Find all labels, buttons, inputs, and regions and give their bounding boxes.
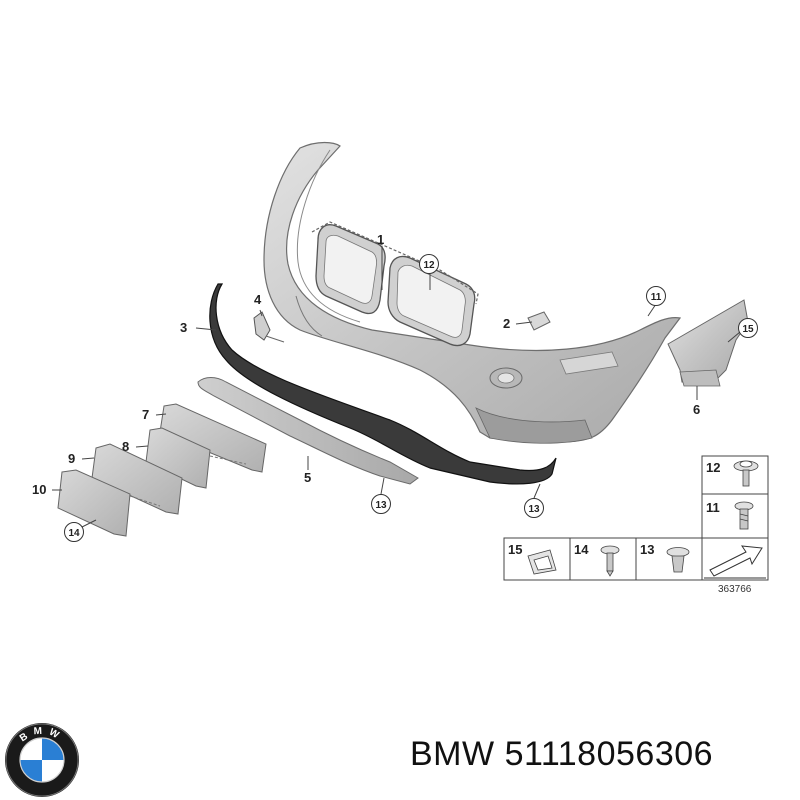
svg-text:6: 6 <box>693 402 700 417</box>
legend-label-15: 15 <box>508 542 522 557</box>
svg-text:13: 13 <box>640 542 654 557</box>
screw-11-icon <box>734 501 754 530</box>
callout-9: 9 <box>68 451 75 466</box>
plate-bracket-10 <box>57 469 131 537</box>
svg-text:8: 8 <box>122 439 129 454</box>
svg-text:7: 7 <box>142 407 149 422</box>
screw-14-icon <box>600 545 620 577</box>
svg-text:14: 14 <box>68 528 80 539</box>
svg-text:1: 1 <box>377 232 384 247</box>
callout-2: 2 <box>503 316 510 331</box>
callout-8: 8 <box>122 439 129 454</box>
legend-label-11: 11 <box>706 500 720 515</box>
screw-12-icon <box>733 460 759 487</box>
svg-text:11: 11 <box>706 500 720 515</box>
svg-text:13: 13 <box>528 504 540 515</box>
legend-box-12 <box>701 455 769 495</box>
svg-text:9: 9 <box>68 451 75 466</box>
svg-text:12: 12 <box>706 460 720 475</box>
tow-hook-cover <box>527 311 551 331</box>
legend-box-11 <box>701 493 769 539</box>
callout-5: 5 <box>304 470 311 485</box>
svg-text:5: 5 <box>304 470 311 485</box>
svg-text:4: 4 <box>254 292 262 307</box>
fastener-legend <box>503 455 769 581</box>
svg-text:15: 15 <box>508 542 522 557</box>
svg-text:2: 2 <box>503 316 510 331</box>
svg-text:13: 13 <box>375 500 387 511</box>
callout-6: 6 <box>693 402 700 417</box>
callout-7: 7 <box>142 407 149 422</box>
brand-name: BMW <box>410 735 495 773</box>
legend-label-12: 12 <box>706 460 720 475</box>
callout-13-right: 13 <box>524 498 544 518</box>
callout-11: 11 <box>646 286 666 306</box>
side-bracket <box>667 299 749 387</box>
bumper-cover <box>263 141 682 444</box>
callout-12: 12 <box>419 254 439 274</box>
rivet-13-icon <box>666 547 690 573</box>
legend-label-14: 14 <box>574 542 589 557</box>
direction-arrow-icon <box>704 545 766 579</box>
legend-box-13 <box>635 537 703 581</box>
front-spoiler-lip <box>209 283 557 485</box>
svg-text:12: 12 <box>423 260 435 271</box>
clip-15-icon <box>527 549 557 575</box>
bmw-roundel-icon: BMW <box>5 723 79 797</box>
callout-1: 1 <box>377 232 384 247</box>
svg-text:14: 14 <box>574 542 589 557</box>
part-number: 51118056306 <box>504 735 714 773</box>
callout-3: 3 <box>180 320 187 335</box>
svg-text:15: 15 <box>742 324 754 335</box>
small-bracket <box>253 311 271 341</box>
diagram-reference-code: 363766 <box>718 584 752 595</box>
leader-lines <box>52 246 741 529</box>
trim-strip <box>197 377 419 485</box>
callout-14: 14 <box>64 522 84 542</box>
legend-box-14 <box>569 537 637 581</box>
legend-label-13: 13 <box>640 542 654 557</box>
callout-15: 15 <box>738 318 758 338</box>
kidney-grille <box>311 221 479 347</box>
svg-text:10: 10 <box>32 482 46 497</box>
svg-text:11: 11 <box>651 292 662 303</box>
callout-10: 10 <box>32 482 46 497</box>
callout-4: 4 <box>254 292 262 307</box>
svg-text:3: 3 <box>180 320 187 335</box>
callout-13-left: 13 <box>371 494 391 514</box>
